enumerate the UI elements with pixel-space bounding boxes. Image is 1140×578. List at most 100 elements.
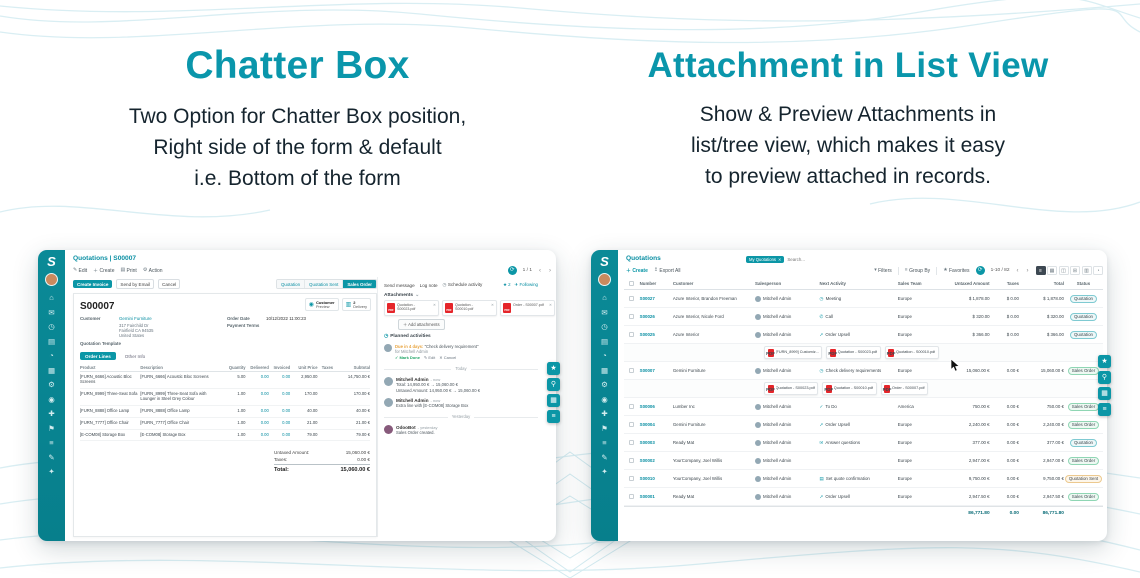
send-message-button[interactable]: Send message xyxy=(384,282,415,288)
remove-attachment-icon[interactable]: ✕ xyxy=(491,303,495,307)
order-line-row[interactable]: [E-COM08] Storage Box [E-COM08] Storage … xyxy=(80,430,370,442)
attachment-chip[interactable]: PDF [FURN_8999] Customiz... xyxy=(764,346,823,359)
sidebar-app-icon[interactable]: ⌂ xyxy=(602,293,607,302)
create-button[interactable]: ＋Create xyxy=(93,267,115,275)
status-step-quotation-sent[interactable]: Quotation Sent xyxy=(304,280,343,288)
row-checkbox[interactable] xyxy=(629,404,635,409)
sidebar-app-icon[interactable]: ✚ xyxy=(601,409,608,418)
pager-prev-icon[interactable]: ‹ xyxy=(1016,267,1019,274)
attachment-chip[interactable]: PDF Quotation - S00023.pdf xyxy=(826,346,881,359)
sidebar-app-icon[interactable]: ⚙ xyxy=(48,380,55,389)
row-checkbox[interactable] xyxy=(629,476,635,481)
user-avatar[interactable] xyxy=(598,273,611,286)
send-by-email-button[interactable]: Send by Email xyxy=(116,279,155,289)
quotation-row[interactable]: S00027 Azure Interior, Brandon Freeman M… xyxy=(624,290,1103,308)
search-quick-button[interactable]: ⚲ xyxy=(1098,371,1111,384)
attachment-chip[interactable]: PDF Quotation - S00010.pdf ✕ xyxy=(442,300,498,316)
menu-quick-button[interactable]: ≡ xyxy=(1098,403,1111,416)
add-attachments-button[interactable]: ＋ Add attachments xyxy=(398,319,445,330)
sidebar-app-icon[interactable]: ⌂ xyxy=(49,293,54,302)
attachment-chip[interactable]: PDF Quotation - S00023.pdf ✕ xyxy=(384,300,440,316)
row-checkbox[interactable] xyxy=(629,440,635,445)
quotation-row[interactable]: S00003 Ready Mat Mitchell Admin ✉Answer … xyxy=(624,434,1103,452)
schedule-activity-button[interactable]: ◷ Schedule activity xyxy=(442,282,483,287)
breadcrumb[interactable]: Quotations xyxy=(626,255,661,262)
sidebar-app-icon[interactable]: ◉ xyxy=(601,394,608,404)
menu-quick-button[interactable]: ≡ xyxy=(547,410,560,423)
mark-done-button[interactable]: ✓ Mark Done xyxy=(395,355,420,361)
sidebar-app-icon[interactable]: ✉ xyxy=(601,307,608,317)
order-line-row[interactable]: [FURN_8888] Office Lamp [FURN_8888] Offi… xyxy=(80,406,370,418)
row-checkbox[interactable] xyxy=(629,332,635,337)
tab-other-info[interactable]: Other Info xyxy=(124,353,146,359)
create-button[interactable]: ＋Create xyxy=(626,267,648,275)
sidebar-app-icon[interactable]: ✦ xyxy=(601,467,608,476)
sidebar-app-icon[interactable]: ◔ xyxy=(49,351,54,360)
filters-button[interactable]: ▾Filters xyxy=(874,267,892,274)
quotation-row[interactable]: S00025 Azure Interior Mitchell Admin ➚Or… xyxy=(624,326,1103,344)
log-note-button[interactable]: Log note xyxy=(419,282,438,288)
tab-order-lines[interactable]: Order Lines xyxy=(80,352,116,361)
export-all-button[interactable]: ↥Export All xyxy=(653,267,681,274)
sidebar-app-icon[interactable]: ⚑ xyxy=(48,423,55,433)
sidebar-app-icon[interactable]: ▦ xyxy=(47,365,56,375)
following-button[interactable]: ✈ Following xyxy=(514,282,538,287)
remove-attachment-icon[interactable]: ✕ xyxy=(433,303,437,307)
star-button[interactable]: ★ 2 xyxy=(502,282,511,287)
pager-prev-icon[interactable]: ‹ xyxy=(539,267,541,274)
search-quick-button[interactable]: ⚲ xyxy=(547,378,560,391)
remove-facet-icon[interactable]: ✕ xyxy=(778,256,782,262)
quotation-row[interactable]: S00004 Gemini Furniture Mitchell Admin ➚… xyxy=(624,416,1103,434)
sidebar-app-icon[interactable]: ▤ xyxy=(600,336,609,346)
sidebar-app-icon[interactable]: ✦ xyxy=(48,467,55,476)
activity-cancel-button[interactable]: ✕ Cancel xyxy=(439,355,457,361)
apps-quick-button[interactable]: ▦ xyxy=(547,394,560,407)
group-by-button[interactable]: ≡Group By xyxy=(904,267,931,274)
attachment-chip[interactable]: PDF Quotation - S00010.pdf xyxy=(884,346,939,359)
row-checkbox[interactable] xyxy=(629,314,635,319)
order-date-value[interactable]: 10/12/2022 11:00:23 xyxy=(266,316,306,321)
calendar-view-icon[interactable]: ◫ xyxy=(1058,266,1069,275)
refresh-button[interactable]: ⟳ xyxy=(507,266,517,275)
sidebar-app-icon[interactable]: ▦ xyxy=(600,365,609,375)
quotation-row[interactable]: S00001 Ready Mat Mitchell Admin ➚Order U… xyxy=(624,488,1103,506)
order-line-row[interactable]: [FURN_6666] Acoustic Bloc Screens [FURN_… xyxy=(80,372,370,389)
quotation-row[interactable]: S00007 Gemini Furniture Mitchell Admin ◷… xyxy=(624,362,1103,380)
apps-quick-button[interactable]: ▦ xyxy=(1098,387,1111,400)
attachment-chip[interactable]: PDF Quotation - S00010.pdf xyxy=(822,382,877,395)
kanban-view-icon[interactable]: ▦ xyxy=(1047,266,1057,275)
favorites-button[interactable]: ★Favorites xyxy=(943,267,970,274)
attachments-header[interactable]: Attachments⌄ xyxy=(384,293,420,298)
attachment-chip[interactable]: PDF Order - S00007.pdf xyxy=(880,382,929,395)
search-input[interactable] xyxy=(787,256,842,262)
sidebar-app-icon[interactable]: ✚ xyxy=(48,409,55,418)
quotation-row[interactable]: S00002 YourCompany, Joel Willis Mitchell… xyxy=(624,452,1103,470)
user-avatar[interactable] xyxy=(45,273,58,286)
search-facet[interactable]: My Quotations✕ xyxy=(746,255,785,263)
refresh-button[interactable]: ⟳ xyxy=(975,266,985,275)
breadcrumb[interactable]: Quotations | S00007 xyxy=(73,255,137,262)
sidebar-app-icon[interactable]: ▤ xyxy=(47,336,56,346)
sidebar-app-icon[interactable]: ◉ xyxy=(48,394,55,404)
row-checkbox[interactable] xyxy=(629,494,635,499)
sidebar-app-icon[interactable]: ✎ xyxy=(48,452,55,462)
quotation-row[interactable]: S00026 Azure Interior, Nicole Ford Mitch… xyxy=(624,308,1103,326)
attachment-chip[interactable]: PDF Order - S00007.pdf ✕ xyxy=(500,300,556,316)
favorite-quick-button[interactable]: ★ xyxy=(1098,355,1111,368)
order-line-row[interactable]: [FURN_7777] Office Chair [FURN_7777] Off… xyxy=(80,418,370,430)
sidebar-app-icon[interactable]: ≡ xyxy=(49,438,54,447)
customer-value[interactable]: Gemini Furniture xyxy=(119,316,152,321)
sidebar-app-icon[interactable]: ✎ xyxy=(601,452,608,462)
sidebar-app-icon[interactable]: ◔ xyxy=(602,351,607,360)
sidebar-app-icon[interactable]: ✉ xyxy=(48,307,55,317)
edit-button[interactable]: ✎Edit xyxy=(73,267,88,274)
quotation-row[interactable]: S00006 Lumber Inc Mitchell Admin ✓To Do … xyxy=(624,398,1103,416)
select-all-checkbox[interactable] xyxy=(629,280,635,286)
row-checkbox[interactable] xyxy=(629,368,635,373)
favorite-quick-button[interactable]: ★ xyxy=(547,362,560,375)
row-checkbox[interactable] xyxy=(629,296,635,301)
status-step-sales-order[interactable]: Sales Order xyxy=(342,280,376,288)
list-view-icon[interactable]: ≡ xyxy=(1035,266,1046,275)
